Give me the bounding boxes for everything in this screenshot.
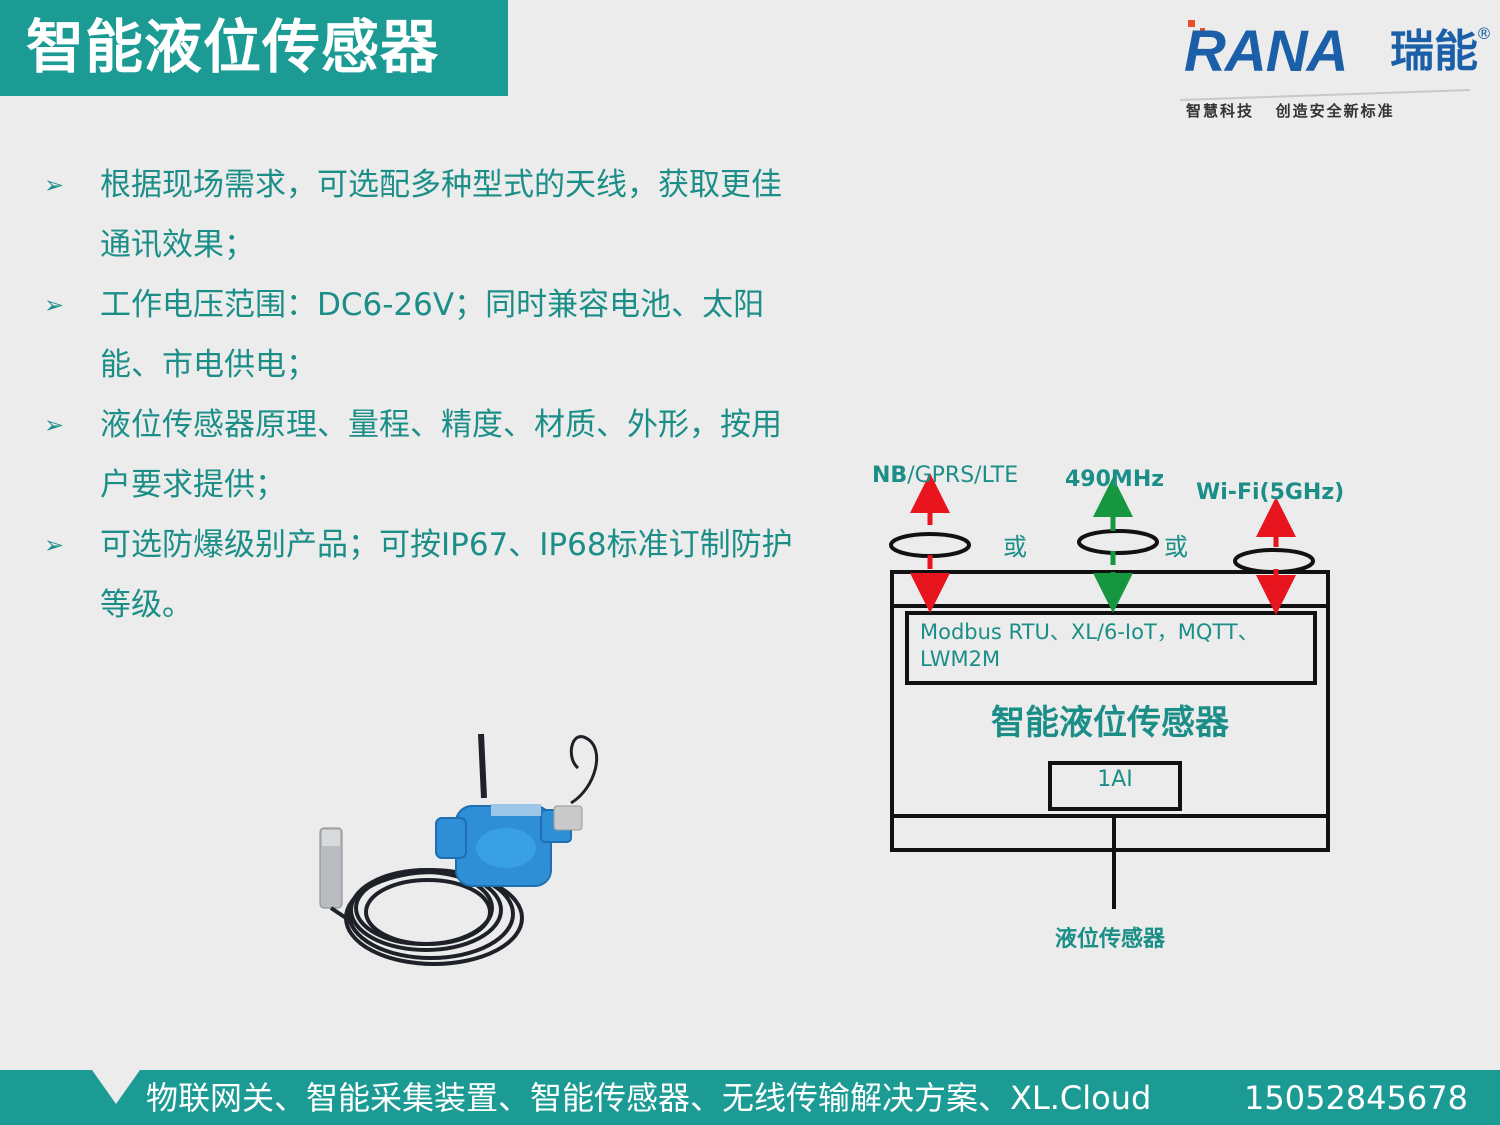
logo-brand: RANA	[1184, 19, 1349, 84]
ai-port-label: 1AI	[1097, 767, 1133, 792]
antenna-label-490mhz: 490MHz	[1065, 467, 1165, 492]
device-title: 智能液位传感器	[991, 703, 1229, 743]
logo-brand-cn: 瑞能	[1390, 26, 1478, 77]
diagram-graphics	[889, 473, 1330, 909]
list-item-text: 液位传感器原理、量程、精度、材质、外形，按用户要求提供；	[100, 407, 782, 503]
ai-port-box	[1048, 761, 1182, 811]
registered-mark: ®	[1476, 24, 1492, 43]
rana-logo: RANA 瑞能 ® 智慧科技 创造安全新标准	[1180, 14, 1496, 122]
page-title: 智能液位传感器	[26, 13, 440, 81]
list-item: ➢ 工作电压范围：DC6-26V；同时兼容电池、太阳能、市电供电；	[44, 275, 804, 395]
list-item: ➢ 根据现场需求，可选配多种型式的天线，获取更佳通讯效果；	[44, 155, 804, 275]
antenna-label-nb: NB/GPRS/LTE	[872, 463, 1019, 488]
sensor-label: 液位传感器	[1054, 927, 1165, 952]
or-label: 或	[1164, 533, 1188, 561]
footer-text: 物联网关、智能采集装置、智能传感器、无线传输解决方案、XL.Cloud	[146, 1079, 1152, 1117]
protocol-list: Modbus RTU、XL/6-IoT，MQTT、LWM2M	[920, 620, 1259, 671]
list-item-text: 根据现场需求，可选配多种型式的天线，获取更佳通讯效果；	[100, 167, 782, 263]
antenna-label-wifi: Wi-Fi(5GHz)	[1196, 480, 1345, 505]
device-box	[890, 570, 1330, 852]
list-item-text: 工作电压范围：DC6-26V；同时兼容电池、太阳能、市电供电；	[100, 287, 765, 383]
architecture-diagram: NB/GPRS/LTE 490MHz Wi-Fi(5GHz) 或 或 Modbu…	[860, 455, 1360, 965]
antenna-ring-icon	[1233, 548, 1315, 574]
logo-slogan: 智慧科技 创造安全新标准	[1186, 102, 1395, 120]
logo-dot-icon	[1188, 20, 1195, 27]
list-item: ➢ 液位传感器原理、量程、精度、材质、外形，按用户要求提供；	[44, 395, 804, 515]
arrow-bullet-icon: ➢	[44, 531, 65, 559]
title-banner: 智能液位传感器	[0, 0, 508, 96]
list-item: ➢ 可选防爆级别产品；可按IP67、IP68标准订制防护等级。	[44, 515, 804, 635]
protocol-box	[905, 611, 1317, 685]
antenna-ring-icon	[1077, 529, 1159, 555]
arrow-bullet-icon: ➢	[44, 171, 65, 199]
footer-phone: 15052845678	[1244, 1079, 1468, 1117]
antenna-ring-icon	[889, 532, 971, 558]
product-image	[319, 733, 599, 966]
arrow-bullet-icon: ➢	[44, 291, 65, 319]
or-label: 或	[1003, 533, 1027, 561]
arrow-bullet-icon: ➢	[44, 411, 65, 439]
list-item-text: 可选防爆级别产品；可按IP67、IP68标准订制防护等级。	[100, 527, 793, 623]
logo-dot-icon	[1200, 28, 1205, 33]
footer-notch-icon	[92, 1070, 140, 1104]
footer-bar: 物联网关、智能采集装置、智能传感器、无线传输解决方案、XL.Cloud 1505…	[0, 1070, 1500, 1125]
feature-list: ➢ 根据现场需求，可选配多种型式的天线，获取更佳通讯效果； ➢ 工作电压范围：D…	[44, 155, 804, 635]
